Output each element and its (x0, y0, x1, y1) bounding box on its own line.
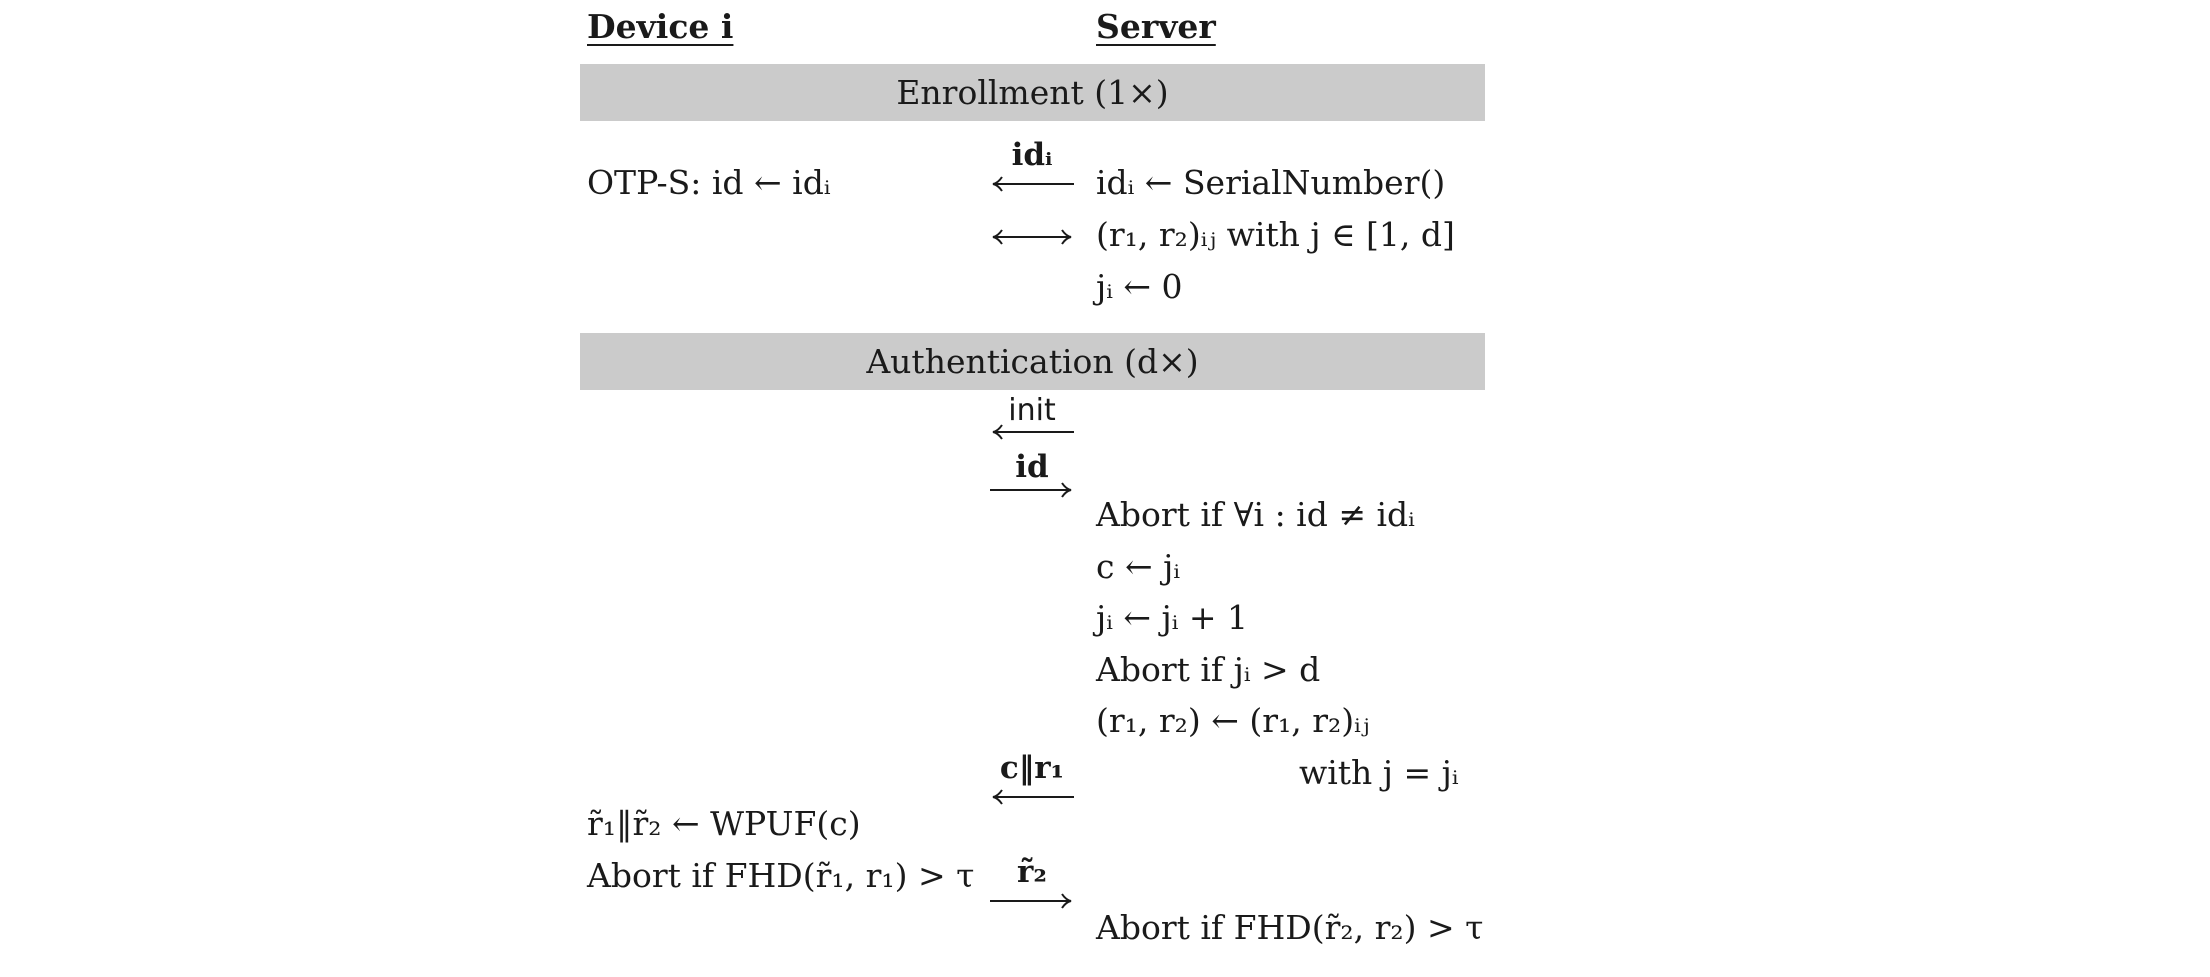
device-abort-distance-check: Abort if FHD(r̃₁, r₁) > τ (587, 856, 975, 895)
id-right-arrow (990, 479, 1074, 501)
device-column-header: Device i (587, 7, 734, 46)
enrollment-section-title: Enrollment (1×) (896, 73, 1169, 112)
message-response-label: r̃₂ (1017, 854, 1047, 890)
message-id-label: id (1015, 449, 1049, 485)
message-challenge-label: c‖r₁ (999, 750, 1065, 786)
server-abort-distance-check: Abort if FHD(r̃₂, r₂) > τ (1096, 908, 1484, 947)
server-column-header: Server (1096, 7, 1216, 46)
device-enrollment-assignment: OTP-S: id ← idᵢ (587, 163, 831, 202)
server-counter-init: jᵢ ← 0 (1096, 267, 1183, 306)
server-serial-number-assignment: idᵢ ← SerialNumber() (1096, 163, 1446, 202)
server-index-condition: with j = jᵢ (1299, 753, 1459, 792)
authentication-section-title: Authentication (d×) (866, 342, 1199, 381)
server-response-pairs: (r₁, r₂)ᵢⱼ with j ∈ [1, d] (1096, 215, 1455, 254)
server-challenge-assignment: c ← jᵢ (1096, 547, 1180, 586)
authentication-section-band: Authentication (d×) (580, 333, 1485, 390)
enrollment-section-band: Enrollment (1×) (580, 64, 1485, 121)
server-abort-exhausted: Abort if jᵢ > d (1096, 650, 1321, 689)
message-init-label: init (1008, 393, 1056, 428)
message-id-i-label: idᵢ (1011, 137, 1053, 173)
message-left-arrow (990, 173, 1074, 195)
server-response-selection: (r₁, r₂) ← (r₁, r₂)ᵢⱼ (1096, 701, 1370, 740)
init-left-arrow (990, 421, 1074, 443)
response-right-arrow (990, 890, 1074, 912)
challenge-left-arrow (990, 786, 1074, 808)
server-counter-increment: jᵢ ← jᵢ + 1 (1096, 598, 1248, 637)
device-wpuf-evaluation: r̃₁‖r̃₂ ← WPUF(c) (587, 804, 861, 843)
server-abort-unknown-id: Abort if ∀i : id ≠ idᵢ (1096, 495, 1415, 534)
bidirectional-exchange-arrow (990, 226, 1074, 248)
